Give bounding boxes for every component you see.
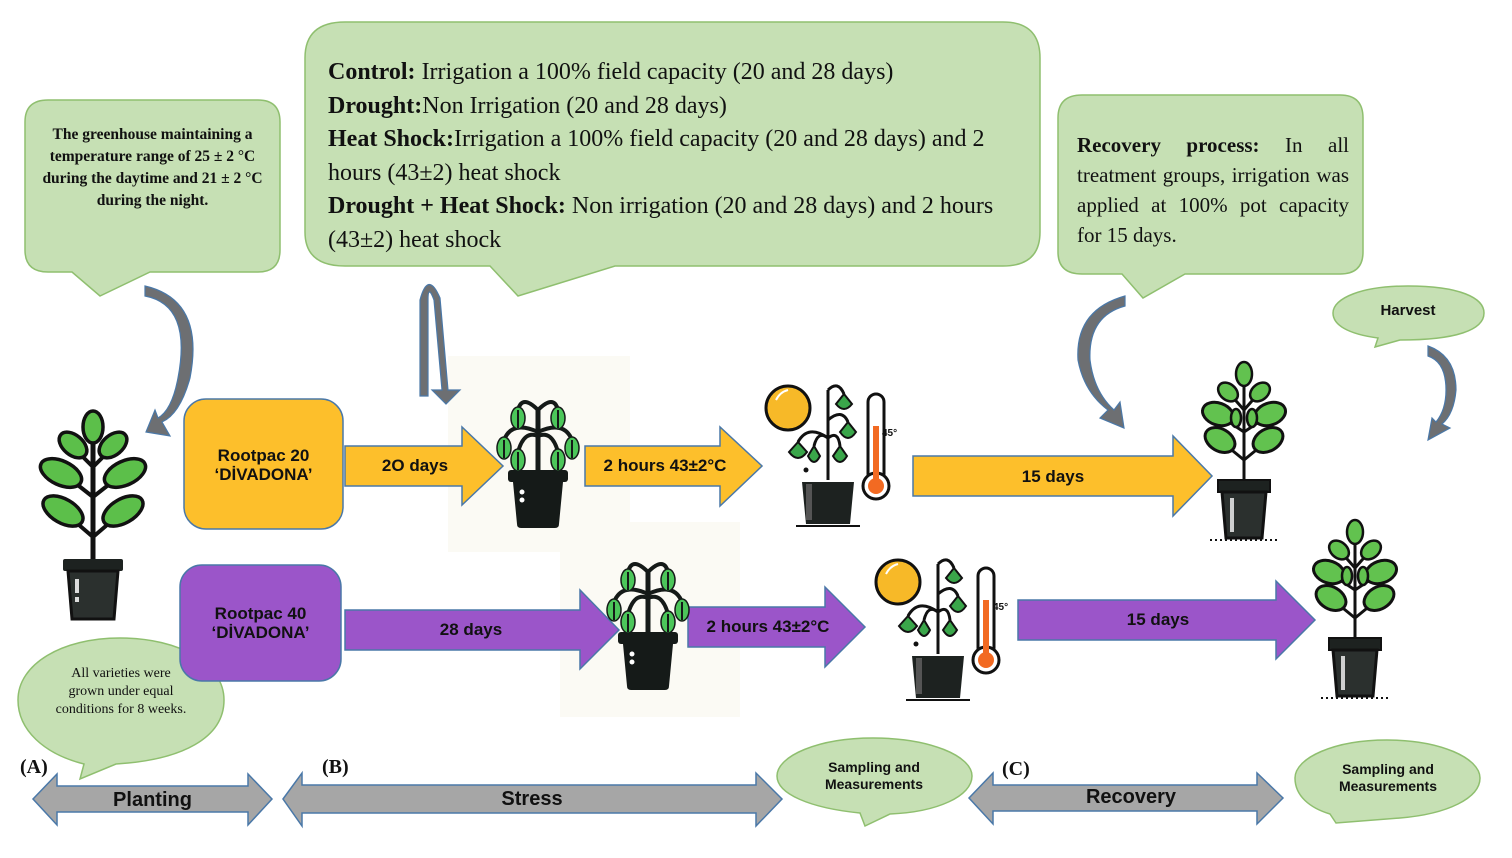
treatments-callout-shape <box>304 21 1041 297</box>
greenhouse-callout-text: The greenhouse maintaining a temperature… <box>42 126 263 209</box>
phase-c-letter: (C) <box>1002 758 1030 780</box>
row2-heat-arrow <box>687 585 867 669</box>
curve-arrow-treatments-icon <box>419 283 462 405</box>
harvest-callout-shape <box>1332 285 1485 349</box>
rootpac40-label: Rootpac 40 ‘DİVADONA’ <box>211 604 310 642</box>
curve-arrow-greenhouse-icon <box>144 285 194 437</box>
recovered-plant-icon-2 <box>1308 518 1402 700</box>
row1-recovery-duration: 15 days <box>1021 467 1085 486</box>
treatment-heat-shock: Heat Shock:Irrigation a 100% field capac… <box>328 126 985 186</box>
row1-heat-arrow <box>584 425 764 508</box>
thermometer-2-label: 45° <box>993 602 1009 613</box>
treatments-callout-text: Control: Irrigation a 100% field capacit… <box>328 56 1028 257</box>
rootpac20-box <box>183 398 344 530</box>
seedling-plant-icon <box>36 411 150 619</box>
stress-timeline-arrow <box>282 770 784 829</box>
row2-stress-duration: 28 days <box>439 620 503 639</box>
rootpac40-box <box>179 564 342 682</box>
sampling-2-shape <box>1294 739 1481 824</box>
row2-recovery-duration: 15 days <box>1126 610 1190 629</box>
sampling-1-shape <box>776 737 973 828</box>
recovery-callout-shape <box>1057 94 1364 299</box>
harvest-label: Harvest <box>1380 302 1436 319</box>
row1-stress-duration: 2O days <box>381 456 449 475</box>
curve-arrow-recovery-icon <box>1077 295 1126 429</box>
row2-heat-shock-label: 2 hours 43±2°C <box>706 617 830 636</box>
row1-stress-arrow <box>344 425 505 507</box>
phase-b-letter: (B) <box>322 756 349 778</box>
sampling-1-label: Sampling and Measurements <box>824 759 924 792</box>
thermometer-1-label: 45° <box>882 428 898 439</box>
recovery-callout-text: Recovery process: In all treatment group… <box>1077 133 1349 247</box>
row2-recovery-arrow <box>1017 579 1317 661</box>
phase-planting-label: Planting <box>113 789 192 811</box>
phase-a-letter: (A) <box>20 756 48 778</box>
treatment-control: Control: Irrigation a 100% field capacit… <box>328 59 894 85</box>
treatment-drought: Drought:Non Irrigation (20 and 28 days) <box>328 92 727 119</box>
treatment-drought-heat-shock: Drought + Heat Shock: Non irrigation (20… <box>328 193 994 253</box>
row1-recovery-arrow <box>912 434 1214 518</box>
row1-heat-shock-label: 2 hours 43±2°C <box>603 456 727 475</box>
planting-note-text: All varieties were grown under equal con… <box>55 666 187 717</box>
greenhouse-callout-shape <box>24 99 281 297</box>
heat-shock-plant-icon-2 <box>874 558 1001 702</box>
phase-recovery-label: Recovery <box>1085 786 1177 808</box>
rootpac20-label: Rootpac 20 ‘DİVADONA’ <box>214 446 313 484</box>
recovered-plant-icon-1 <box>1197 360 1291 542</box>
sampling-2-label: Sampling and Measurements <box>1338 761 1438 794</box>
heat-shock-plant-icon-1 <box>764 384 891 528</box>
row2-stress-arrow <box>344 588 621 671</box>
recovery-timeline-arrow <box>967 771 1285 826</box>
curve-arrow-harvest-icon <box>1427 345 1457 442</box>
planting-timeline-arrow <box>31 772 274 827</box>
phase-stress-label: Stress <box>501 788 563 810</box>
